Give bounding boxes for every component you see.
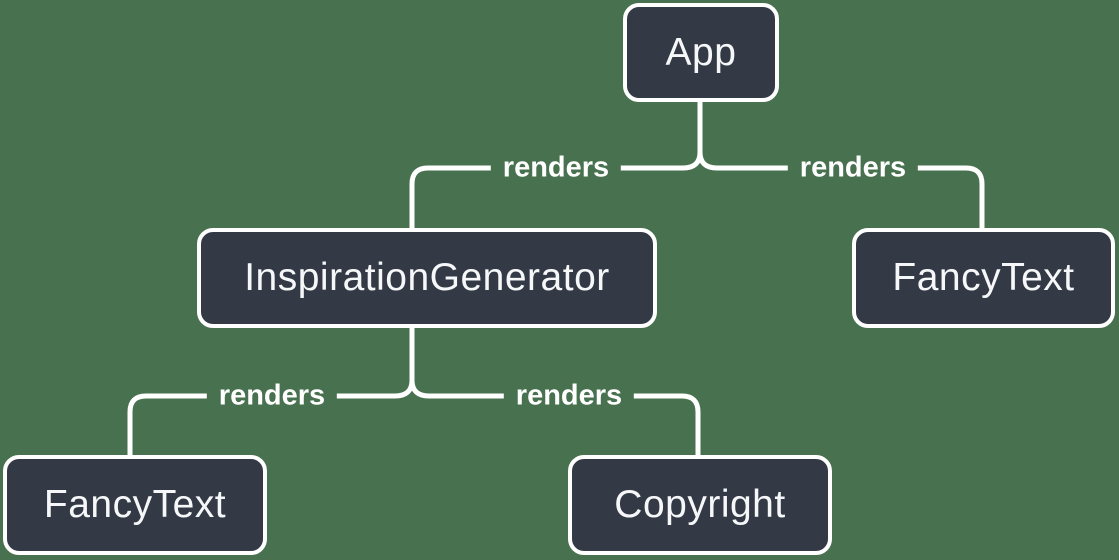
node-inspiration-generator: InspirationGenerator (197, 228, 657, 328)
node-app: App (623, 3, 779, 102)
edge-app-to-fancytext-line (697, 149, 985, 233)
edge-label-renders: renders (490, 151, 622, 185)
edge-label-renders: renders (503, 379, 635, 413)
node-fancy-text-bottom-label: FancyText (43, 483, 227, 526)
edge-app-to-inspirationgenerator-line (409, 149, 703, 233)
edge-inspirationgenerator-to-copyright-line (409, 377, 701, 460)
node-copyright-label: Copyright (614, 483, 786, 526)
node-copyright: Copyright (568, 455, 832, 555)
node-fancy-text-top-label: FancyText (892, 256, 1075, 299)
edge-label-renders: renders (206, 379, 338, 413)
node-inspiration-generator-label: InspirationGenerator (244, 256, 610, 299)
node-fancy-text-bottom: FancyText (3, 455, 267, 555)
node-app-label: App (665, 30, 737, 74)
edge-label-renders: renders (787, 151, 919, 185)
edge-inspirationgenerator-to-fancytext-line (127, 377, 415, 460)
node-fancy-text-top: FancyText (852, 228, 1115, 328)
